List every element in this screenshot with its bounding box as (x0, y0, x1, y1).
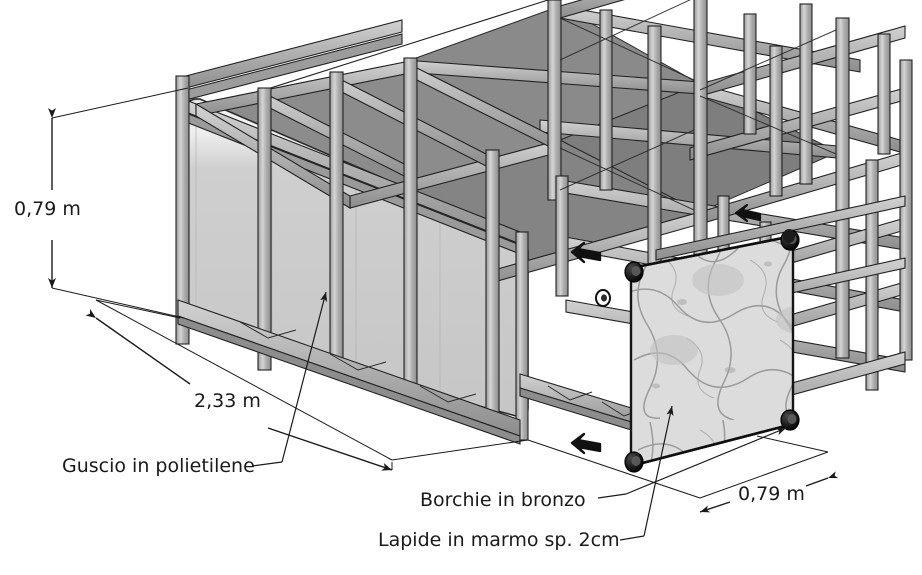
dimension-depth: 0,79 m (699, 435, 839, 513)
arrow-right-upper (734, 203, 762, 223)
arrow-lower (570, 432, 602, 455)
stud-on-face (595, 289, 611, 307)
annotation-shell: Guscio in polietilene (62, 455, 255, 477)
stud-bottom-right (780, 409, 800, 431)
annotation-studs: Borchie in bronzo (420, 489, 586, 511)
bronze-studs (595, 229, 800, 473)
shell-seams (271, 148, 441, 400)
direction-arrows (570, 203, 762, 455)
dimension-length-label: 2,33 m (194, 390, 261, 412)
stud-top-left (624, 261, 644, 283)
dimension-height: 0,79 m (14, 87, 189, 319)
dimension-height-label: 0,79 m (14, 198, 81, 220)
leader-studs-tail (597, 493, 627, 499)
arrow-upper (570, 241, 602, 264)
leader-slab (643, 405, 674, 537)
leader-lines (251, 291, 787, 541)
dimension-depth-label: 0,79 m (738, 483, 805, 505)
leader-slab-tail (619, 535, 645, 541)
stud-side-small (783, 229, 795, 243)
annotation-slab: Lapide in marmo sp. 2cm (378, 529, 620, 551)
marble-slab (629, 234, 795, 468)
ground-outline (95, 299, 829, 499)
frame-lattice (559, 0, 837, 211)
leader-shell (281, 291, 328, 463)
stud-bottom-left (624, 451, 644, 473)
leader-studs (625, 427, 787, 495)
leader-shell-tail (251, 461, 283, 467)
